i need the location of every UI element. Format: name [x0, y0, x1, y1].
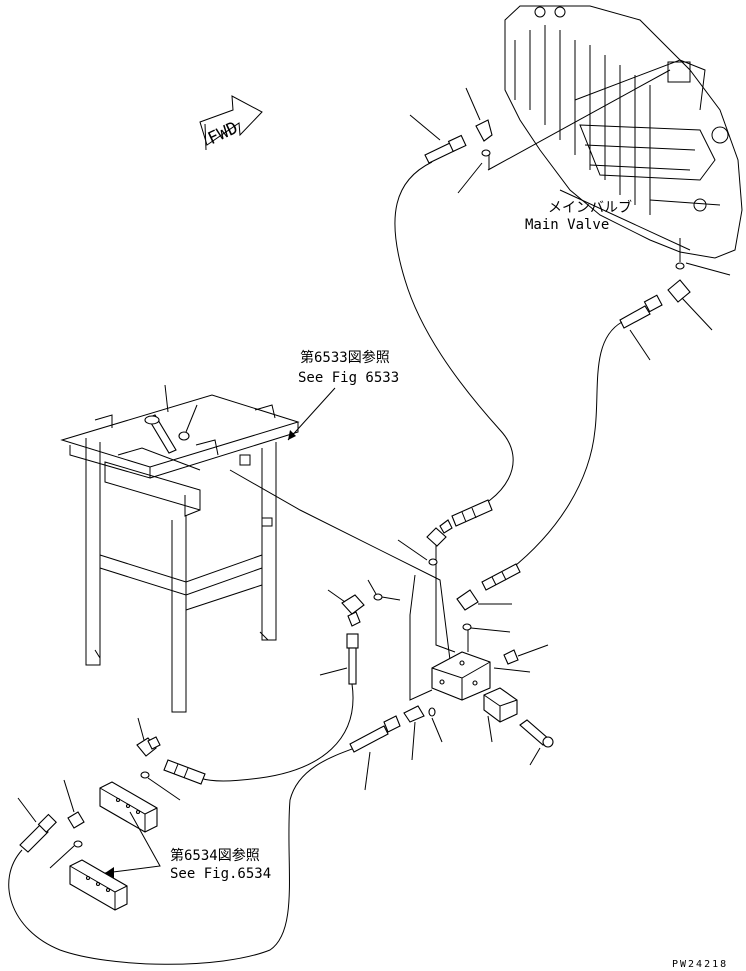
forward-arrow-icon: FWD [199, 95, 263, 151]
leader-line [137, 717, 145, 741]
bolt [519, 719, 554, 748]
leader-line [493, 667, 531, 673]
leader-line [147, 777, 181, 801]
hose-fitting-right [619, 294, 663, 329]
leader-line [185, 404, 198, 433]
hose-line-upper [394, 161, 514, 516]
reference-arrow-6534 [104, 811, 161, 874]
elbow-fitting [426, 519, 453, 547]
leader-line [457, 162, 483, 194]
elbow-fitting [341, 594, 365, 627]
ref-6534-label-en: See Fig.6534 [170, 866, 271, 882]
hose-fitting-upper [424, 134, 467, 164]
arrow-head-icon [288, 430, 296, 440]
reference-arrow-6533 [287, 387, 336, 441]
forward-label: FWD [205, 118, 241, 149]
ref-6533-label-en: See Fig 6533 [298, 370, 399, 386]
solenoid-connector [483, 687, 518, 723]
manifold-block-lower [69, 859, 128, 911]
bolt [144, 414, 177, 454]
leader-line [685, 262, 731, 276]
leader-line [487, 715, 493, 743]
washer [178, 431, 190, 441]
o-ring [675, 262, 685, 270]
hose-fitting-lower [349, 715, 401, 753]
main-valve-label-en: Main Valve [525, 217, 609, 233]
hose-line-left [199, 683, 354, 782]
hose-line-right [509, 321, 623, 571]
leader-line [529, 747, 541, 766]
adapter-fitting [403, 705, 425, 723]
main-valve [504, 5, 743, 259]
hose-fitting-vertical [346, 633, 359, 685]
ref-6534-label-jp: 第6534図参照 [170, 847, 260, 864]
leader-line [517, 644, 549, 657]
hose-fitting [451, 499, 493, 527]
leader-line [367, 579, 377, 595]
hose-line-lower [8, 739, 376, 965]
hose-fitting [163, 759, 206, 785]
drawing-number: PW24218 [672, 959, 728, 970]
leader-line [409, 114, 441, 141]
plug-fitting [503, 649, 519, 665]
leader-line [364, 751, 371, 791]
o-ring [462, 623, 472, 631]
arrow-head-icon [105, 867, 114, 878]
mounting-stand [60, 394, 300, 713]
manifold-block-upper [99, 781, 158, 833]
leader-line [681, 297, 713, 331]
o-ring [373, 593, 383, 601]
leader-line [49, 845, 75, 869]
leader-line [487, 69, 671, 171]
leader-line [411, 721, 416, 761]
connection-line [229, 469, 451, 661]
hose-fitting [481, 563, 521, 591]
connection-line [381, 596, 401, 601]
leader-line [327, 589, 346, 603]
elbow-fitting [475, 119, 493, 142]
o-ring [428, 558, 438, 566]
valve-block [431, 651, 491, 701]
elbow-fitting [456, 589, 479, 611]
hose-fitting-left [19, 813, 57, 853]
leader-line [470, 627, 511, 633]
main-valve-label-jp: メインバルブ [548, 199, 632, 216]
connection-line [409, 574, 433, 701]
leader-line [465, 87, 481, 121]
leader-line [397, 539, 428, 561]
connection-line [435, 537, 456, 653]
o-ring [140, 771, 150, 779]
o-ring [481, 149, 491, 157]
ref-6533-label-jp: 第6533図参照 [300, 349, 390, 366]
elbow-fitting [667, 279, 691, 303]
leader-line [17, 797, 37, 823]
elbow-fitting [67, 811, 85, 829]
elbow-fitting [136, 736, 161, 757]
o-ring [428, 707, 436, 717]
leader-line [63, 779, 75, 813]
leader-line [319, 667, 348, 676]
leader-line [431, 717, 443, 743]
o-ring [73, 840, 83, 848]
leader-line [164, 384, 169, 413]
leader-line [629, 329, 651, 361]
